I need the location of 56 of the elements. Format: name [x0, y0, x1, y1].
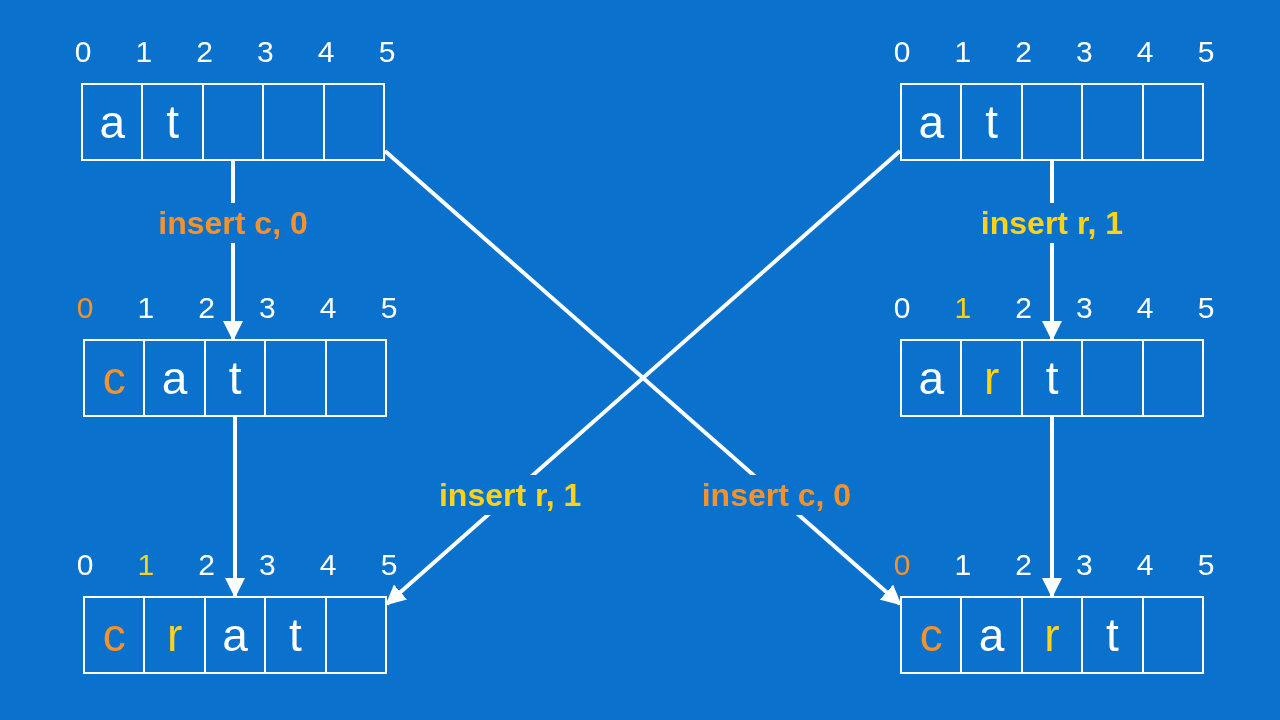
index-number: 4: [317, 35, 335, 69]
index-number: 2: [196, 35, 213, 69]
index-number: 3: [1076, 548, 1093, 582]
index-number: 5: [1197, 35, 1215, 69]
index-number: 3: [1076, 291, 1093, 325]
array-letter: t: [289, 610, 302, 660]
index-number: 4: [319, 548, 337, 582]
index-number: 1: [954, 548, 972, 582]
arrow: [225, 417, 245, 598]
index-number: 4: [1136, 291, 1154, 325]
index-number: 0: [893, 35, 911, 69]
index-number: 1: [137, 291, 155, 325]
array-letter: t: [1106, 610, 1119, 660]
index-number: 2: [198, 291, 215, 325]
array-letter: c: [919, 610, 943, 660]
index-number: 0: [893, 291, 911, 325]
arrow: [1042, 417, 1062, 598]
index-number: 5: [380, 548, 398, 582]
index-number: 0: [893, 548, 911, 582]
index-number: 4: [319, 291, 337, 325]
array-letter: a: [918, 97, 944, 147]
index-number: 0: [76, 291, 94, 325]
array-letter: t: [1045, 353, 1059, 403]
index-number: 3: [257, 35, 274, 69]
index-number: 1: [954, 291, 972, 325]
index-number: 0: [76, 548, 94, 582]
array-letter: r: [166, 610, 183, 660]
array-letter: a: [161, 353, 188, 403]
index-number: 1: [135, 35, 153, 69]
index-number: 5: [1197, 291, 1215, 325]
array-letter: r: [983, 353, 1000, 403]
index-number: 2: [1015, 548, 1032, 582]
index-number: 2: [198, 548, 215, 582]
array-letter: t: [228, 353, 242, 403]
array-letter: r: [1044, 610, 1060, 660]
index-number: 4: [1136, 35, 1154, 69]
array-letter: t: [985, 97, 998, 147]
index-number: 4: [1136, 548, 1154, 582]
array-letter: a: [978, 610, 1005, 660]
index-number: 1: [137, 548, 155, 582]
index-number: 5: [1197, 548, 1215, 582]
index-number: 1: [954, 35, 972, 69]
index-number: 2: [1015, 291, 1032, 325]
index-number: 5: [378, 35, 396, 69]
array-letter: c: [102, 353, 126, 403]
index-number: 2: [1015, 35, 1032, 69]
array-letter: a: [99, 97, 125, 147]
index-number: 5: [380, 291, 398, 325]
array-letter: t: [166, 97, 179, 147]
array-letter: a: [222, 610, 248, 660]
array-letter: a: [918, 353, 944, 403]
index-number: 3: [1076, 35, 1093, 69]
index-number: 3: [259, 291, 276, 325]
array-letter: c: [102, 610, 126, 660]
index-number: 0: [74, 35, 92, 69]
index-number: 3: [259, 548, 276, 582]
